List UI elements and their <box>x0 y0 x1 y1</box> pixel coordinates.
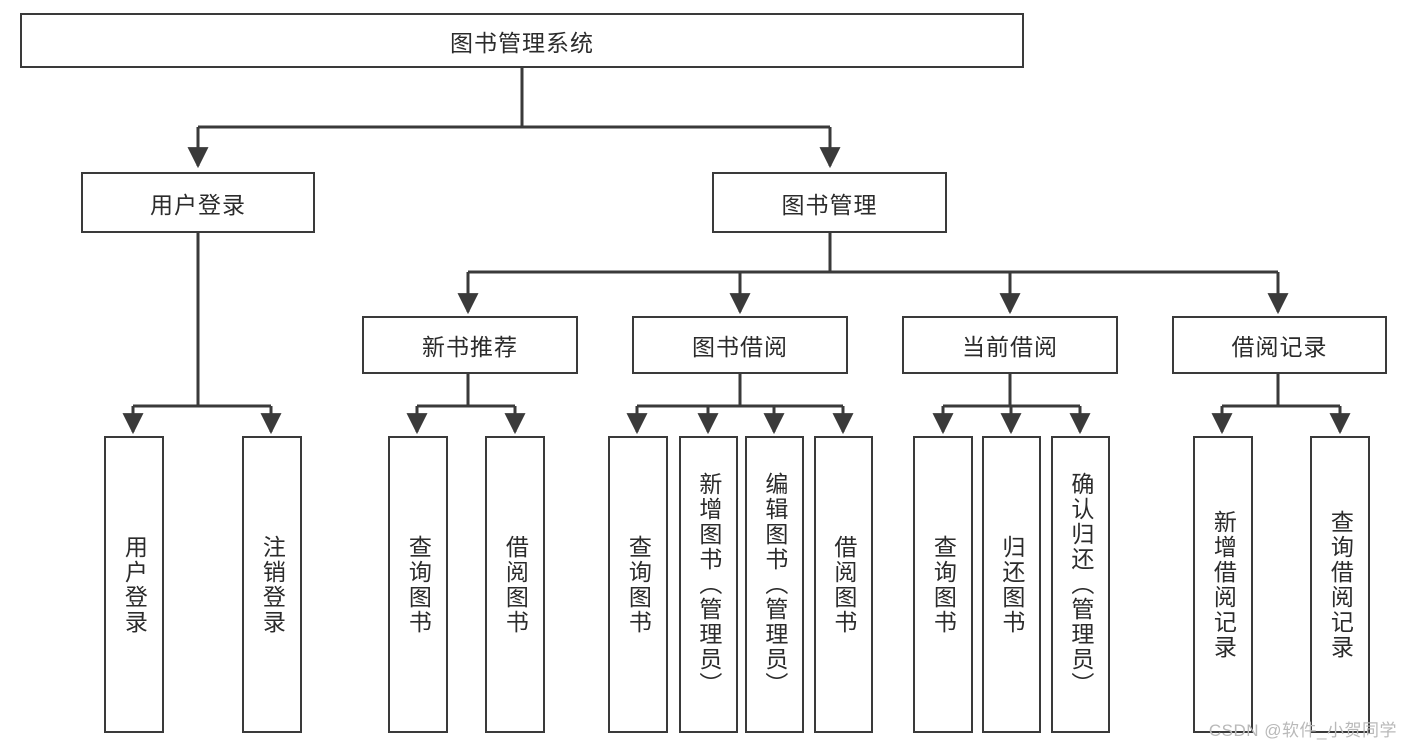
node-label: 新增图书（管理员） <box>695 472 722 697</box>
node-label: 新增借阅记录 <box>1210 509 1237 660</box>
node-label: 图书管理系统 <box>450 29 594 56</box>
node-label: 新书推荐 <box>422 334 518 360</box>
node-label: 借阅图书 <box>830 534 857 635</box>
node-label: 借阅记录 <box>1231 334 1328 360</box>
node-label: 当前借阅 <box>962 334 1058 360</box>
node-label: 用户登录 <box>150 191 246 218</box>
node-root[interactable]: 图书管理系统 <box>20 13 1024 68</box>
node-label: 查询图书 <box>625 534 652 635</box>
node-label: 图书管理 <box>781 191 878 218</box>
watermark-text: CSDN @软件_小贺同学 <box>1208 721 1397 740</box>
node-book-borrow[interactable]: 图书借阅 <box>632 316 848 374</box>
leaf-query-book-current[interactable]: 查询图书 <box>913 436 973 733</box>
leaf-add-book-admin[interactable]: 新增图书（管理员） <box>679 436 738 733</box>
node-label: 注销登录 <box>259 534 286 635</box>
node-label: 确认归还（管理员） <box>1067 472 1094 697</box>
node-label: 查询借阅记录 <box>1327 509 1354 660</box>
leaf-add-borrow-record[interactable]: 新增借阅记录 <box>1193 436 1253 733</box>
leaf-confirm-return-admin[interactable]: 确认归还（管理员） <box>1051 436 1110 733</box>
node-current-borrow[interactable]: 当前借阅 <box>902 316 1118 374</box>
node-user-login[interactable]: 用户登录 <box>81 172 315 233</box>
leaf-return-book[interactable]: 归还图书 <box>982 436 1041 733</box>
node-label: 用户登录 <box>121 534 148 635</box>
leaf-query-borrow-record[interactable]: 查询借阅记录 <box>1310 436 1370 733</box>
node-new-book-recommend[interactable]: 新书推荐 <box>362 316 578 374</box>
leaf-query-book-borrow[interactable]: 查询图书 <box>608 436 668 733</box>
node-label: 查询图书 <box>930 534 957 635</box>
leaf-borrow-book-recommend[interactable]: 借阅图书 <box>485 436 545 733</box>
node-label: 图书借阅 <box>692 334 788 360</box>
node-borrow-record[interactable]: 借阅记录 <box>1172 316 1387 374</box>
node-label: 编辑图书（管理员） <box>761 472 788 697</box>
node-label: 借阅图书 <box>502 534 529 635</box>
leaf-logout[interactable]: 注销登录 <box>242 436 302 733</box>
node-label: 查询图书 <box>405 534 432 635</box>
leaf-query-book-recommend[interactable]: 查询图书 <box>388 436 448 733</box>
node-book-management[interactable]: 图书管理 <box>712 172 947 233</box>
leaf-borrow-book[interactable]: 借阅图书 <box>814 436 873 733</box>
leaf-user-login[interactable]: 用户登录 <box>104 436 164 733</box>
node-label: 归还图书 <box>998 534 1025 635</box>
leaf-edit-book-admin[interactable]: 编辑图书（管理员） <box>745 436 804 733</box>
